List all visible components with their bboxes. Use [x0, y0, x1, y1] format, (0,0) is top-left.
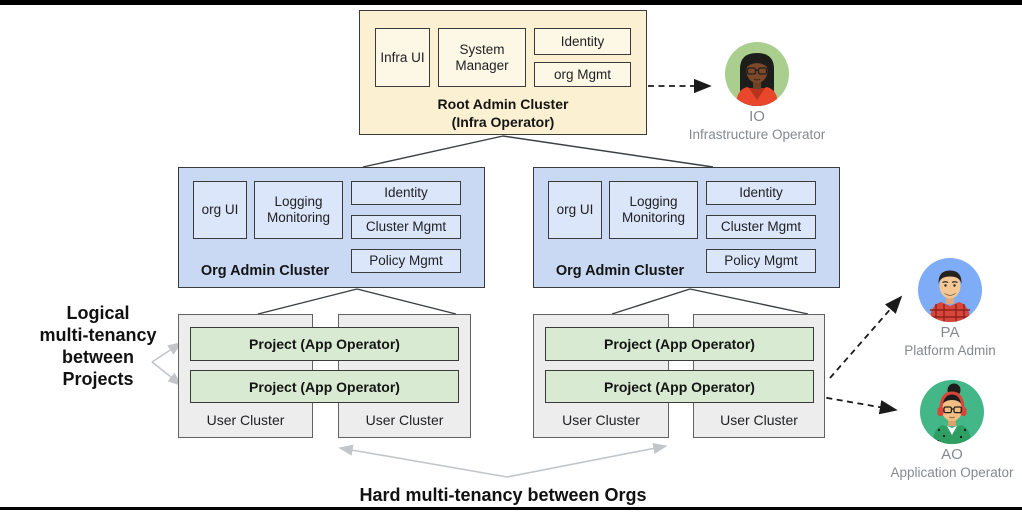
bottom-border-bar [0, 507, 1022, 510]
pa-persona [918, 258, 982, 322]
user-cluster-label: User Cluster [720, 412, 798, 428]
io-persona-label: IO Infrastructure Operator [687, 108, 827, 144]
user-cluster-label: User Cluster [562, 412, 640, 428]
org-admin-cluster-box-2: org UI Logging Monitoring Identity Clust… [533, 167, 840, 288]
gray-arrow-hard-right [506, 442, 668, 478]
module-org-ui: org UI [548, 181, 602, 239]
connector-root-to-org1 [362, 135, 504, 168]
dashed-arrow-cluster-to-pa [829, 295, 903, 379]
ao-avatar-icon [920, 380, 984, 444]
module-logging-monitoring: Logging Monitoring [254, 181, 343, 239]
org-cluster-title: Org Admin Cluster [200, 263, 330, 279]
ao-persona [920, 380, 984, 444]
module-system-manager: System Manager [438, 28, 526, 87]
module-org-mgmt: org Mgmt [534, 62, 631, 87]
pa-avatar-icon [918, 258, 982, 322]
connector-org2-to-uc2 [689, 288, 809, 315]
module-identity: Identity [351, 181, 461, 205]
user-cluster-label: User Cluster [206, 412, 285, 428]
logical-multitenancy-label: Logical multi-tenancy between Projects [39, 303, 157, 389]
org-admin-cluster-box-1: org UI Logging Monitoring Identity Clust… [178, 167, 485, 288]
pa-abbr: PA [940, 324, 960, 341]
ao-role: Application Operator [890, 464, 1014, 480]
hard-multitenancy-label: Hard multi-tenancy between Orgs [359, 485, 647, 505]
connector-org1-to-uc1 [257, 288, 358, 315]
connector-root-to-org2 [502, 135, 714, 168]
module-logging-monitoring: Logging Monitoring [609, 181, 698, 239]
connector-org1-to-uc2 [356, 288, 457, 315]
module-cluster-mgmt: Cluster Mgmt [351, 215, 461, 239]
user-cluster-label: User Cluster [365, 412, 444, 428]
gray-arrow-label-to-project1 [151, 342, 183, 363]
project-bar-2a: Project (App Operator) [545, 327, 814, 361]
tree-connectors [257, 135, 809, 315]
module-identity: Identity [706, 181, 816, 205]
gray-arrow-hard-left [338, 444, 508, 478]
module-policy-mgmt: Policy Mgmt [351, 249, 461, 273]
module-cluster-mgmt: Cluster Mgmt [706, 215, 816, 239]
pa-role: Platform Admin [904, 342, 996, 358]
io-persona [725, 42, 789, 106]
root-cluster-title: Root Admin Cluster (Infra Operator) [437, 96, 569, 131]
org-cluster-title: Org Admin Cluster [555, 263, 685, 279]
ao-persona-label: AO Application Operator [882, 446, 1022, 482]
module-infra-ui: Infra UI [375, 28, 430, 87]
module-org-ui: org UI [193, 181, 247, 239]
gray-arrow-label-to-project2 [151, 361, 183, 386]
project-bar-1a: Project (App Operator) [190, 327, 459, 361]
connector-org2-to-uc1 [611, 288, 691, 315]
pa-persona-label: PA Platform Admin [880, 324, 1020, 360]
module-policy-mgmt: Policy Mgmt [706, 249, 816, 273]
dashed-arrow-project-to-ao [815, 395, 898, 415]
io-role: Infrastructure Operator [688, 126, 826, 142]
module-identity: Identity [534, 28, 631, 55]
root-admin-cluster-box: Infra UI System Manager Identity org Mgm… [359, 10, 647, 135]
project-bar-1b: Project (App Operator) [190, 370, 459, 403]
io-avatar-icon [725, 42, 789, 106]
ao-abbr: AO [941, 446, 963, 463]
project-bar-2b: Project (App Operator) [545, 370, 814, 403]
top-border-bar [0, 0, 1022, 5]
io-abbr: IO [749, 108, 765, 125]
